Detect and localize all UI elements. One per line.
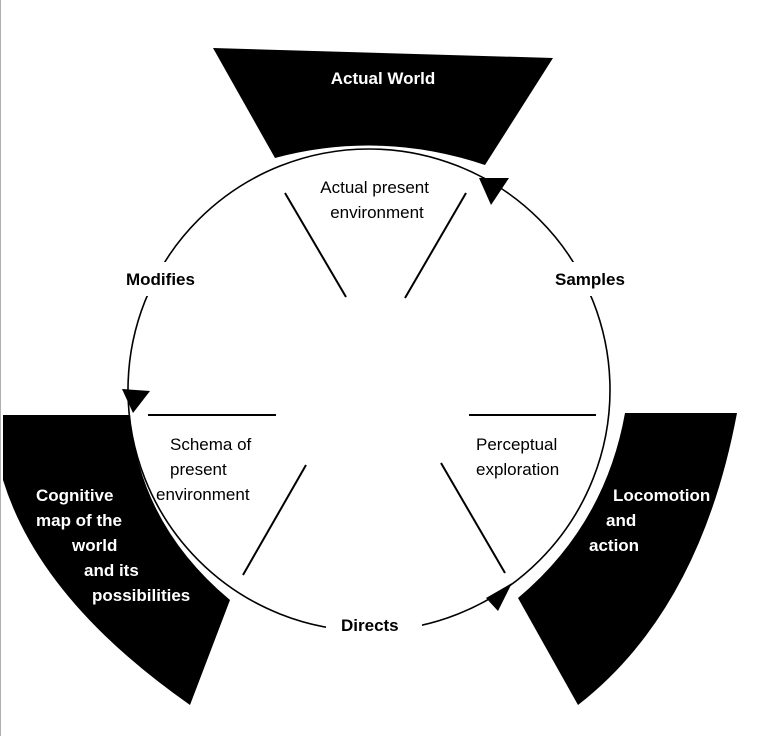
divider-bottom-left: [242, 464, 307, 576]
directs-label: Directs: [341, 616, 399, 635]
directs-label-mask: [326, 608, 422, 642]
locomotion-label: Locomotion and action: [589, 486, 715, 555]
samples-label-mask: [540, 262, 650, 296]
schema-label: Schema of present environment: [156, 435, 256, 504]
actual-world-label: Actual World: [331, 69, 436, 88]
modifies-label-mask: [108, 262, 220, 296]
cognitive-map-block: [3, 415, 230, 705]
divider-top-right: [404, 192, 467, 299]
cognitive-map-label: Cognitive map of the world and its possi…: [36, 486, 190, 605]
arrowhead-directs: [486, 583, 512, 611]
arrowhead-modifies: [122, 389, 150, 413]
modifies-label: Modifies: [126, 270, 195, 289]
actual-present-environment-label: Actual present environment: [320, 178, 433, 222]
arrowhead-samples: [479, 178, 509, 205]
locomotion-block: [518, 413, 737, 705]
perceptual-exploration-label: Perceptual exploration: [476, 435, 562, 479]
actual-world-block: [213, 48, 553, 165]
samples-label: Samples: [555, 270, 625, 289]
divider-bottom-right: [440, 462, 506, 574]
divider-top-left: [284, 192, 347, 298]
